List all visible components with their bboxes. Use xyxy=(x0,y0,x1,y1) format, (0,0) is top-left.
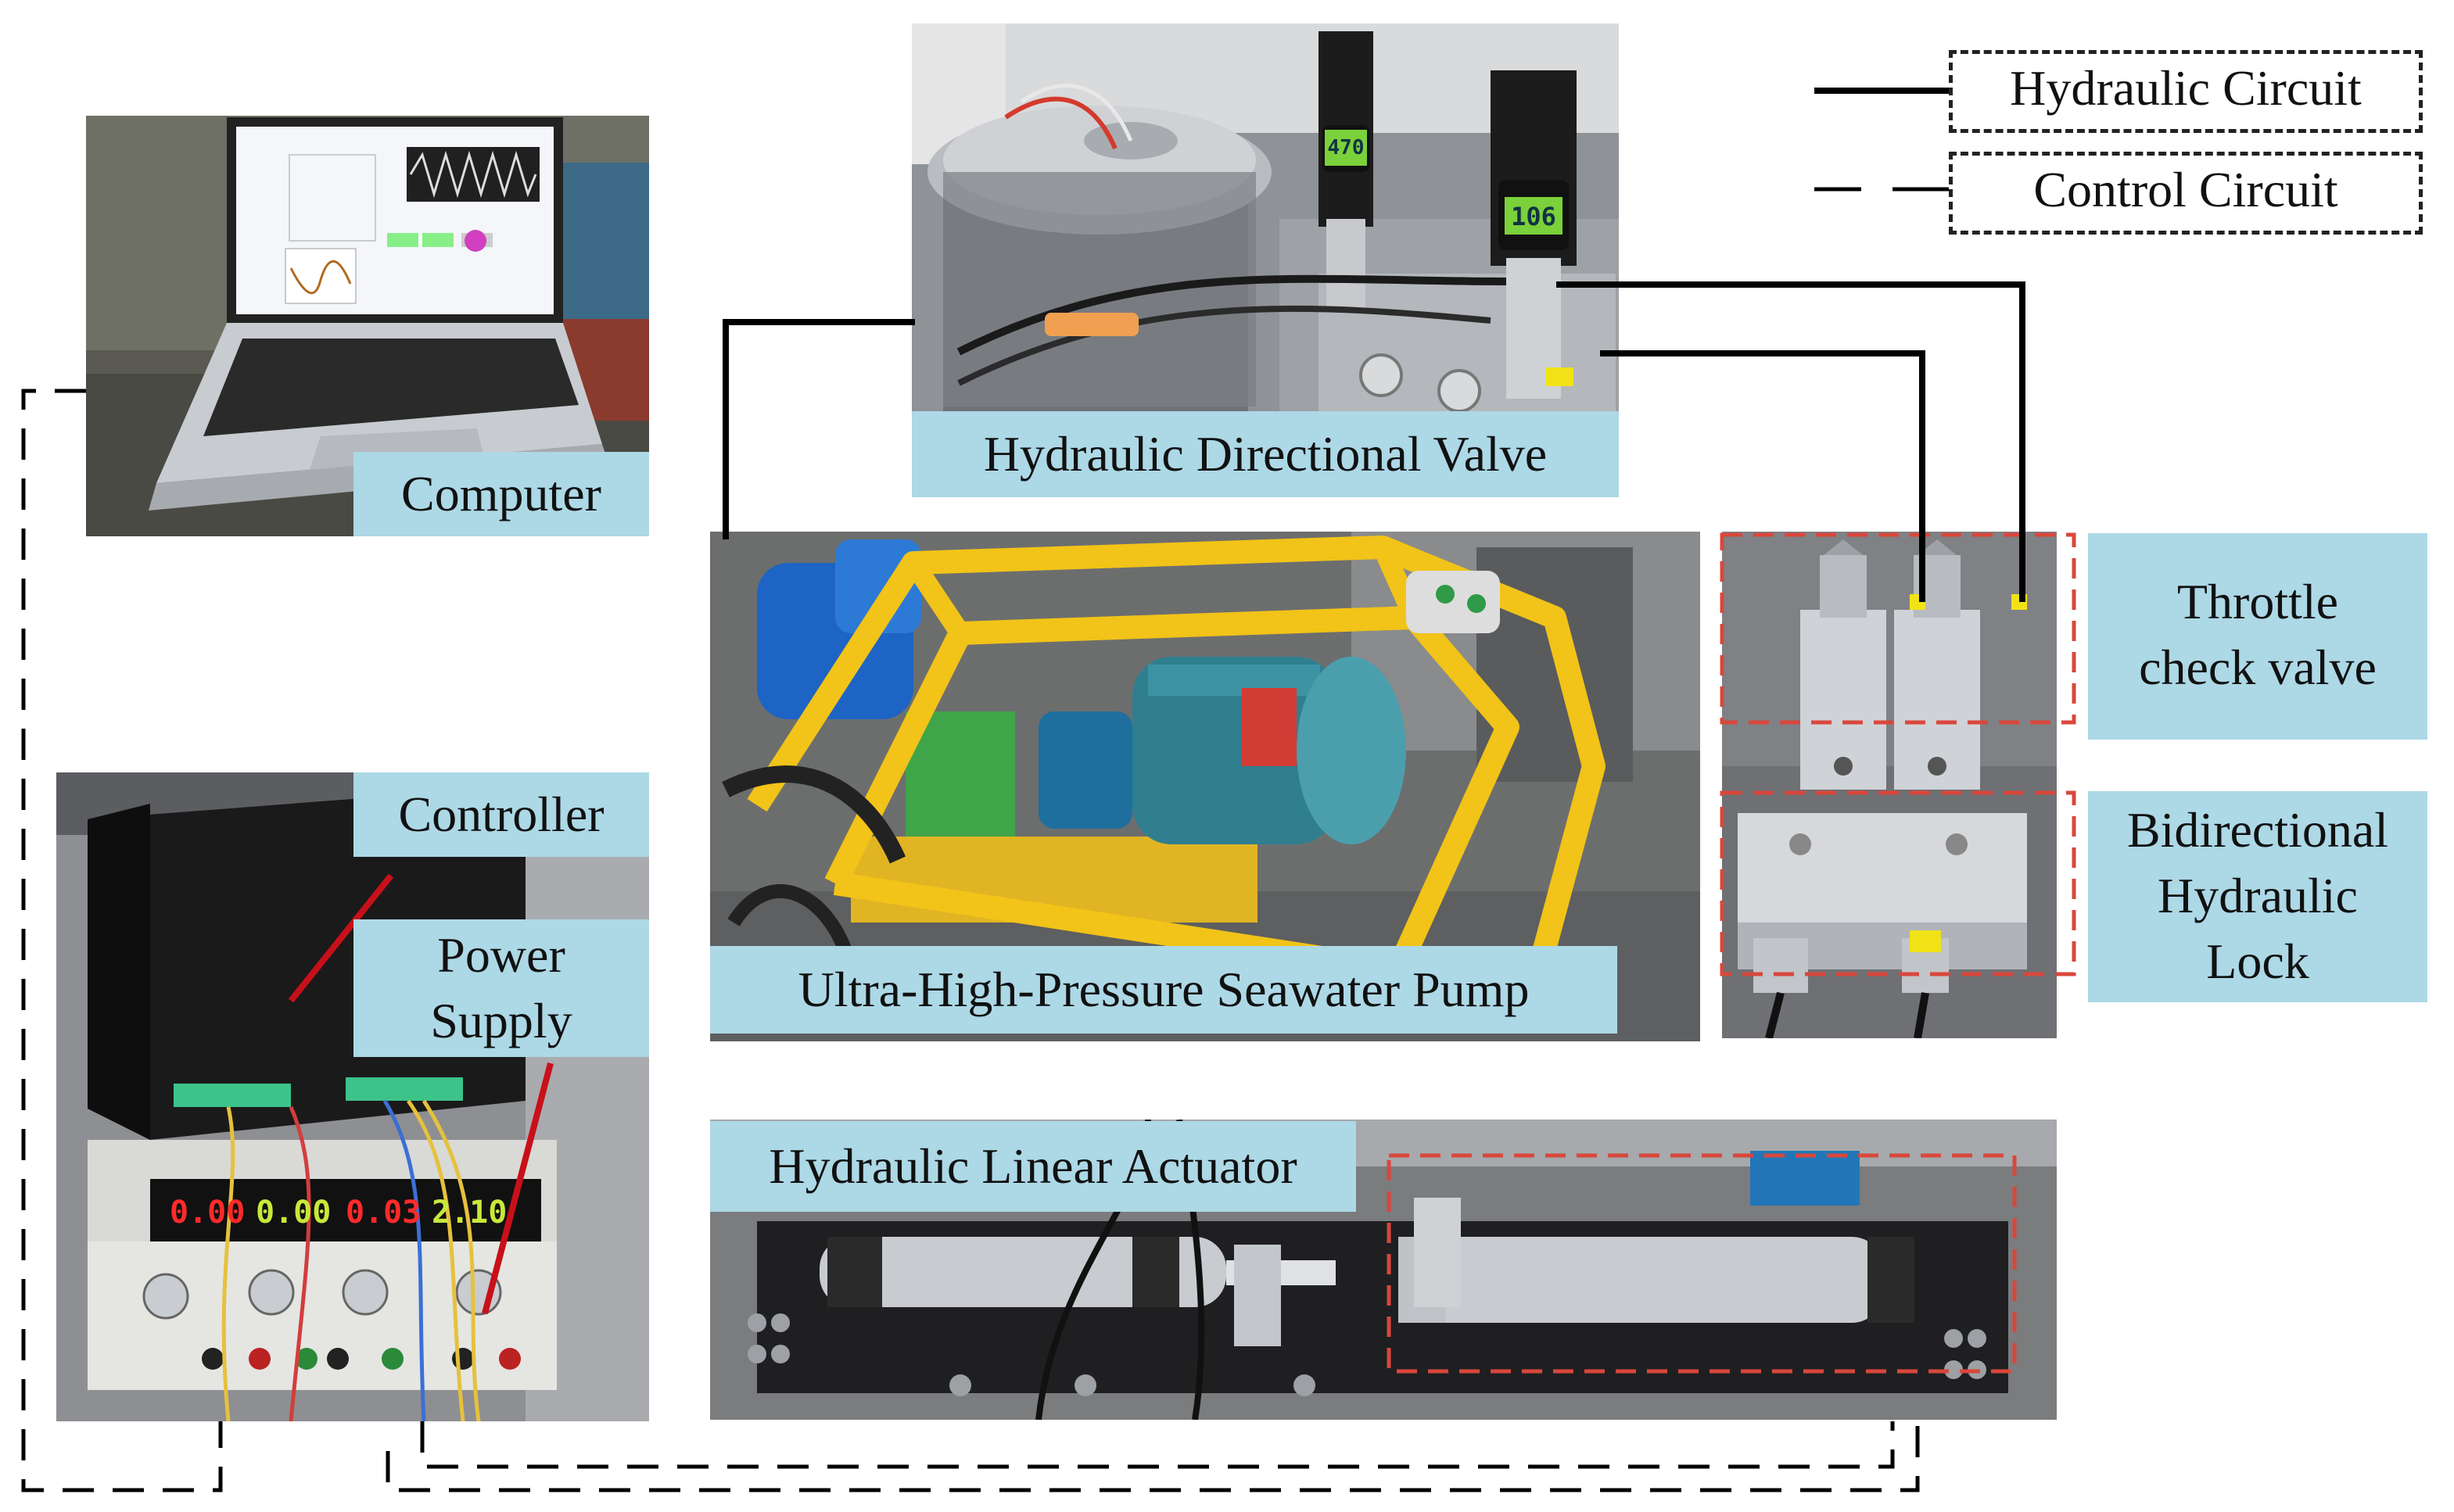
hydraulic-line-valve-throttle-b xyxy=(1600,350,1925,602)
hydraulic-line-valve-pump xyxy=(723,319,915,539)
label-lock: Bidirectional Hydraulic Lock xyxy=(2088,791,2427,1002)
ps-display-4: 2.10 xyxy=(432,1195,508,1231)
label-throttle: Throttle check valve xyxy=(2088,533,2427,740)
valve-block-illustration xyxy=(1722,532,2057,1038)
label-directional-valve: Hydraulic Directional Valve xyxy=(912,411,1619,497)
ps-display-3: 0.03 xyxy=(346,1195,422,1231)
control-line-inner xyxy=(420,1421,1895,1469)
label-throttle-line2: check valve xyxy=(2139,640,2377,695)
directional-valve-illustration xyxy=(912,23,1619,438)
label-lock-line2: Hydraulic xyxy=(2158,868,2358,923)
computer-illustration xyxy=(86,116,649,536)
label-controller: Controller xyxy=(353,772,649,857)
lock-highlight-box xyxy=(1720,790,2076,976)
control-line-computer-controller xyxy=(21,389,223,1492)
hydraulic-line-valve-throttle-a xyxy=(1556,281,2025,602)
label-throttle-line1: Throttle xyxy=(2176,574,2339,629)
control-line-controller-actuator xyxy=(386,1421,1920,1492)
label-lock-line1: Bidirectional xyxy=(2126,802,2389,858)
label-actuator: Hydraulic Linear Actuator xyxy=(710,1121,1356,1212)
legend-hydraulic: Hydraulic Circuit xyxy=(1949,50,2423,133)
ps-display-1: 0.00 xyxy=(170,1195,246,1231)
controller-pointer xyxy=(288,873,394,1003)
gauge-right-display: 106 xyxy=(1511,202,1556,231)
valve-block-photo xyxy=(1722,532,2057,1038)
label-pump: Ultra-High-Pressure Seawater Pump xyxy=(710,946,1617,1034)
label-power-line2: Supply xyxy=(430,993,572,1048)
directional-valve-photo: 470 106 xyxy=(912,23,1619,438)
power-supply-pointer xyxy=(482,1062,554,1315)
label-lock-line3: Lock xyxy=(2206,933,2309,989)
label-computer: Computer xyxy=(353,452,649,536)
computer-photo xyxy=(86,116,649,536)
ps-display-2: 0.00 xyxy=(256,1195,332,1231)
gauge-left-display: 470 xyxy=(1327,136,1365,159)
controller-illustration xyxy=(56,772,649,1421)
actuator-highlight-box xyxy=(1387,1153,2017,1374)
label-power-supply: Power Supply xyxy=(353,919,649,1057)
legend-control: Control Circuit xyxy=(1949,152,2423,235)
controller-photo: 0.00 0.00 0.03 2.10 xyxy=(56,772,649,1421)
throttle-highlight-box xyxy=(1720,532,2076,725)
label-power-line1: Power xyxy=(437,927,565,983)
